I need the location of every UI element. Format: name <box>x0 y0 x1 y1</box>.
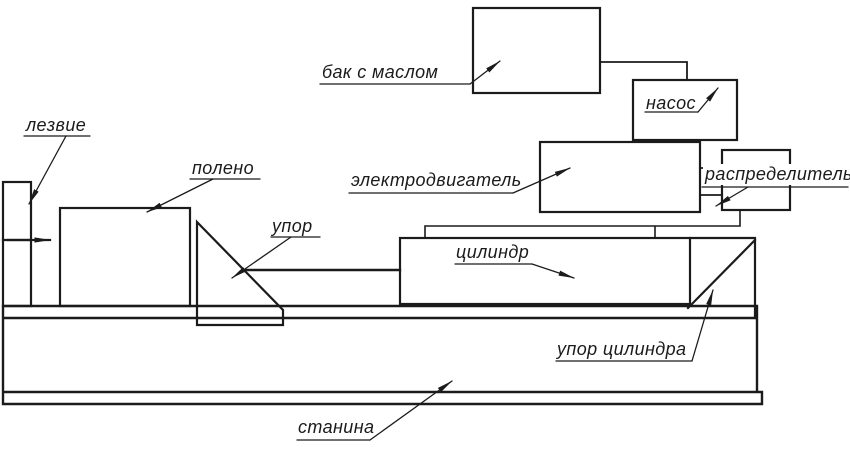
pusher-label: упор <box>272 216 313 236</box>
blade-leader <box>23 135 91 205</box>
distributor-label: распределитель <box>703 164 850 185</box>
pump-shape <box>631 78 739 142</box>
pump-label: насос <box>646 93 696 113</box>
oil-tank-leader <box>319 60 501 85</box>
pusher-shape <box>195 219 285 327</box>
blade-label: лезвие <box>26 115 87 135</box>
motor-label: электродвигатель <box>351 170 522 190</box>
oil-tank-label: бак с маслом <box>322 62 439 82</box>
cylinder-shape <box>398 236 692 306</box>
pusher-leader <box>231 236 321 279</box>
log-label: полено <box>192 158 254 178</box>
log-shape <box>58 206 192 308</box>
cylinder-label: цилиндр <box>456 242 530 262</box>
cylinder-stop-leader <box>555 289 714 362</box>
distributor-leader <box>701 186 849 207</box>
pump-leader <box>644 87 719 113</box>
motor-leader <box>348 167 571 194</box>
frame-leader <box>296 380 453 441</box>
cylinder-stop-label: упор цилиндра <box>557 339 687 359</box>
frame-bed-shape <box>1 304 764 406</box>
blade-shape <box>1 180 52 308</box>
cylinder-leader <box>454 263 575 279</box>
hydraulic-pipes <box>424 209 741 239</box>
motor-shape <box>538 140 702 214</box>
log-leader <box>146 178 261 213</box>
frame-label: станина <box>298 417 375 437</box>
cylinder-stop-shape <box>686 236 757 320</box>
oil-tank-shape <box>471 6 688 95</box>
